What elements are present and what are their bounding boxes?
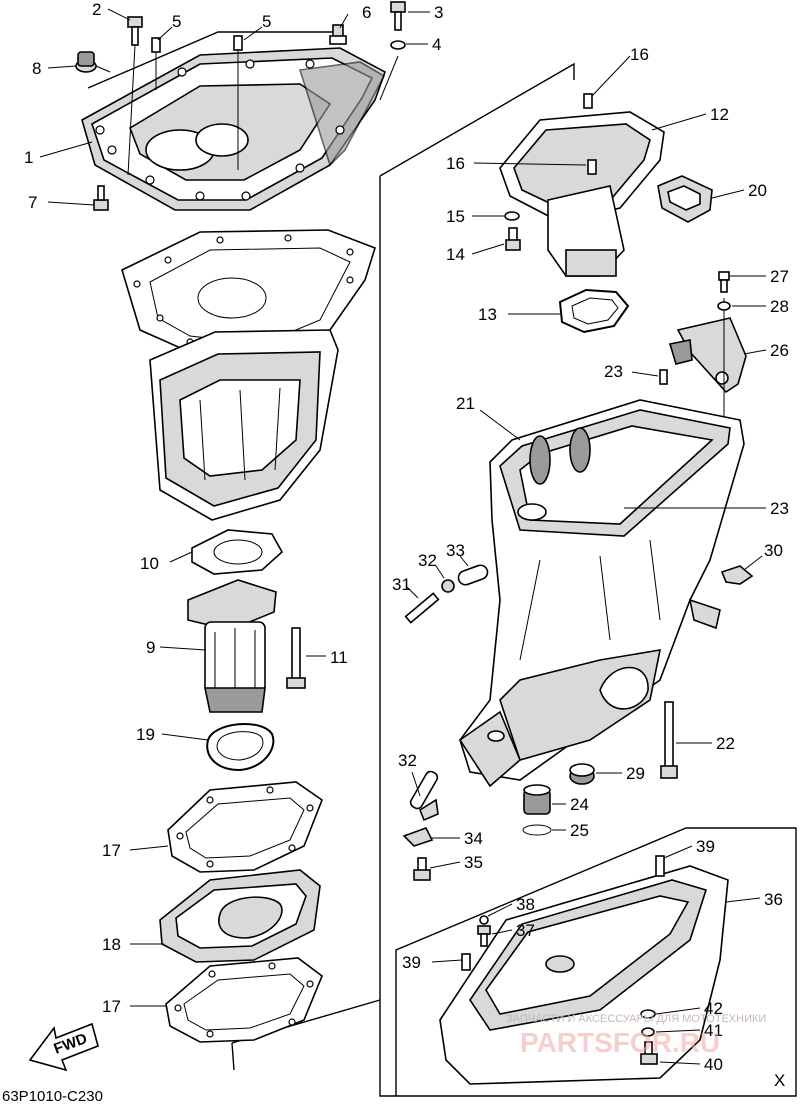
leader-lines <box>39 8 767 1065</box>
apron <box>439 855 729 1085</box>
fwd-arrow: FWD <box>28 1022 99 1072</box>
callout-25: 25 <box>570 821 589 840</box>
callout-40: 40 <box>704 1055 723 1074</box>
callout-19: 19 <box>136 725 155 744</box>
gasket-17-upper <box>167 781 323 873</box>
inset-x: X <box>379 827 797 1097</box>
callout-26: 26 <box>770 341 789 360</box>
callout-32b: 32 <box>398 751 417 770</box>
callout-10: 10 <box>140 554 159 573</box>
callout-11: 11 <box>330 648 348 667</box>
exhaust-guide <box>149 329 339 521</box>
callout-20: 20 <box>748 181 767 200</box>
callout-2: 2 <box>92 0 101 19</box>
callout-42: 42 <box>704 999 723 1018</box>
callout-31: 31 <box>392 575 411 594</box>
callout-8: 8 <box>32 59 41 78</box>
callout-34: 34 <box>464 829 483 848</box>
callout-labels: 1 2 3 4 5 5 6 7 8 9 10 11 12 13 14 15 16… <box>24 0 789 1074</box>
callout-29: 29 <box>626 764 645 783</box>
bracket-26 <box>668 271 747 440</box>
callout-21: 21 <box>456 394 475 413</box>
callout-41: 41 <box>704 1021 723 1040</box>
bolt-14-washer-15 <box>504 211 521 251</box>
callout-4: 4 <box>432 35 441 54</box>
callout-39b: 39 <box>402 953 421 972</box>
callout-36: 36 <box>764 890 783 909</box>
callout-16a: 16 <box>630 45 649 64</box>
grommet-29 <box>569 763 595 785</box>
watermark-logo: PARTSFOR.RU <box>520 1027 720 1058</box>
callout-30: 30 <box>764 541 783 560</box>
callout-9: 9 <box>146 638 155 657</box>
muffler <box>187 579 277 713</box>
gasket-17-lower <box>165 957 323 1043</box>
callout-32a: 32 <box>418 551 437 570</box>
bolt-11 <box>286 627 306 689</box>
callout-23a: 23 <box>604 362 623 381</box>
diagram-code: 63P1010-C230 <box>2 1088 103 1104</box>
callout-35: 35 <box>464 853 483 872</box>
callout-18: 18 <box>102 935 121 954</box>
callout-17b: 17 <box>102 997 121 1016</box>
callout-37: 37 <box>516 921 535 940</box>
gasket-19 <box>206 723 275 772</box>
callout-16b: 16 <box>446 154 465 173</box>
callout-24: 24 <box>570 795 589 814</box>
gasket-10 <box>191 529 284 575</box>
grease-fitting-31-33 <box>402 564 489 847</box>
clip-30 <box>720 565 754 585</box>
bolt-35 <box>413 857 431 881</box>
callout-22: 22 <box>716 734 735 753</box>
lower-casing <box>458 399 745 788</box>
callout-23b: 23 <box>770 499 789 518</box>
callout-7: 7 <box>28 193 37 212</box>
fasteners-40-42 <box>640 1009 658 1065</box>
watermark-line1: ЗАПЧАСТИ И АКСЕССУАРЫ ДЛЯ МОТОТЕХНИКИ <box>506 1013 766 1025</box>
seal-13 <box>558 288 630 334</box>
upper-fasteners <box>75 1 406 211</box>
callout-5a: 5 <box>172 12 181 31</box>
grommet-20 <box>657 175 713 223</box>
upper-casing <box>81 47 386 211</box>
callout-27: 27 <box>770 267 789 286</box>
plate-18 <box>159 869 321 963</box>
callout-33: 33 <box>446 541 465 560</box>
callout-3: 3 <box>434 3 443 22</box>
watermark: ЗАПЧАСТИ И АКСЕССУАРЫ ДЛЯ МОТОТЕХНИКИ PA… <box>506 1013 766 1058</box>
callout-39a: 39 <box>696 837 715 856</box>
callout-17a: 17 <box>102 841 121 860</box>
callout-15: 15 <box>446 207 465 226</box>
inset-label: X <box>774 1071 785 1090</box>
exhaust-manifold-12 <box>499 93 665 277</box>
callout-5b: 5 <box>262 12 271 31</box>
bolt-22 <box>660 701 678 779</box>
callout-12: 12 <box>710 105 729 124</box>
exhaust-plate-gasket <box>121 229 376 361</box>
callout-14: 14 <box>446 245 465 264</box>
callout-6: 6 <box>362 3 371 22</box>
bushing-24-clip-25 <box>522 784 552 836</box>
callout-13: 13 <box>478 305 497 324</box>
callout-1: 1 <box>24 148 33 167</box>
callout-38: 38 <box>516 895 535 914</box>
callout-28: 28 <box>770 297 789 316</box>
